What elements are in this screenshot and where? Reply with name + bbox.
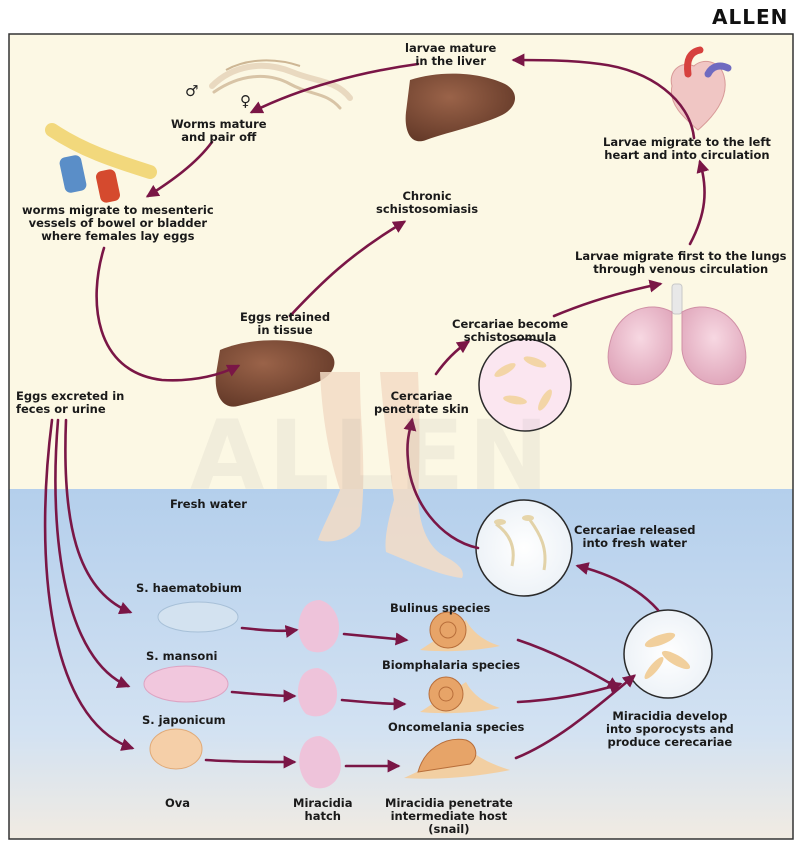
arrow-liver-to-worms bbox=[249, 62, 420, 114]
liver-middle-icon bbox=[215, 340, 335, 407]
arrow-heart-to-liver bbox=[511, 53, 696, 140]
snail-oncomelania-icon bbox=[404, 738, 510, 779]
label-cercariae-released: Cercariae released into fresh water bbox=[574, 523, 696, 550]
arrow-snail3-to-sporocysts bbox=[514, 674, 637, 760]
egg-japonicum-icon bbox=[149, 728, 203, 770]
label-cercariae-penetrate: Cercariae penetrate skin bbox=[374, 389, 469, 416]
mesenteric-vessels-icon bbox=[45, 123, 157, 203]
label-s-japonicum: S. japonicum bbox=[142, 713, 226, 727]
label-fresh-water: Fresh water bbox=[170, 497, 247, 511]
label-s-haematobium: S. haematobium bbox=[136, 581, 242, 595]
label-miracidia-develop: Miracidia develop into sporocysts and pr… bbox=[606, 709, 734, 749]
arrow-excreted-to-japonicum bbox=[43, 418, 135, 751]
arrow-egg3-to-miracidia bbox=[204, 755, 297, 769]
arrow-snail2-to-sporocysts bbox=[516, 680, 623, 704]
diagram-frame bbox=[8, 33, 794, 840]
arrow-schistosomula-to-lungs bbox=[552, 279, 663, 318]
miracidia-icon-2 bbox=[297, 668, 338, 717]
label-miracidia-penetrate: Miracidia penetrate intermediate host (s… bbox=[385, 796, 513, 836]
arrow-excreted-to-mansoni bbox=[54, 418, 131, 688]
label-eggs-excreted: Eggs excreted in feces or urine bbox=[16, 389, 125, 416]
brand-logo: ALLEN bbox=[712, 5, 789, 29]
arrow-miracidia1-to-snail bbox=[342, 632, 409, 646]
arrow-to-chronic bbox=[288, 220, 407, 318]
label-ova: Ova bbox=[165, 796, 191, 810]
arrow-sporocysts-to-released bbox=[575, 562, 660, 612]
label-miracidia-hatch: Miracidia hatch bbox=[293, 796, 353, 823]
egg-haematobium-icon bbox=[157, 601, 239, 633]
label-lungs: Larvae migrate first to the lungs throug… bbox=[575, 249, 787, 276]
arrow-miracidia2-to-snail bbox=[340, 697, 407, 711]
label-biomphalaria: Biomphalaria species bbox=[382, 658, 521, 672]
label-s-mansoni: S. mansoni bbox=[146, 649, 218, 663]
watermark: ALLEN bbox=[190, 400, 553, 512]
human-legs-icon bbox=[318, 372, 463, 578]
snail-biomphalaria-icon bbox=[420, 676, 500, 714]
arrow-released-to-skin bbox=[403, 417, 480, 550]
schistosomula-circle-icon bbox=[478, 338, 572, 432]
sporocysts-circle-icon bbox=[623, 609, 713, 699]
label-oncomelania: Oncomelania species bbox=[388, 720, 525, 734]
arrow-excreted-to-haematobium bbox=[64, 418, 133, 615]
liver-top-icon bbox=[405, 73, 516, 142]
lungs-icon bbox=[607, 283, 747, 386]
label-left-heart: Larvae migrate to the left heart and int… bbox=[603, 135, 771, 162]
arrow-skin-to-schistosomula bbox=[434, 340, 471, 376]
miracidia-icon-3 bbox=[299, 736, 341, 789]
arrow-snail1-to-sporocysts bbox=[516, 638, 621, 690]
arrow-egg1-to-miracidia bbox=[240, 625, 299, 638]
label-worms-migrate: worms migrate to mesenteric vessels of b… bbox=[22, 203, 214, 243]
label-chronic: Chronic schistosomiasis bbox=[376, 189, 479, 216]
label-eggs-retained: Eggs retained in tissue bbox=[240, 310, 331, 337]
egg-mansoni-icon bbox=[143, 665, 229, 703]
arrow-lungs-to-heart bbox=[688, 159, 710, 246]
cercariae-released-circle-icon bbox=[475, 499, 573, 597]
arrow-worms-to-vessels bbox=[145, 140, 214, 198]
male-symbol: ♂ bbox=[185, 82, 199, 100]
female-symbol: ♀ bbox=[240, 92, 251, 110]
adult-worms-icon bbox=[209, 59, 353, 110]
label-worms-mature: Worms mature and pair off bbox=[171, 117, 267, 144]
label-bulinus: Bulinus species bbox=[390, 601, 491, 615]
label-larvae-liver: larvae mature in the liver bbox=[405, 41, 497, 68]
label-cercariae-become: Cercariae become schistosomula bbox=[452, 317, 569, 344]
snail-bulinus-icon bbox=[420, 611, 500, 652]
arrows-group bbox=[43, 53, 710, 773]
arrow-egg2-to-miracidia bbox=[230, 689, 297, 703]
miracidia-icon-1 bbox=[298, 600, 340, 653]
arrow-vessels-to-liver bbox=[95, 246, 241, 382]
